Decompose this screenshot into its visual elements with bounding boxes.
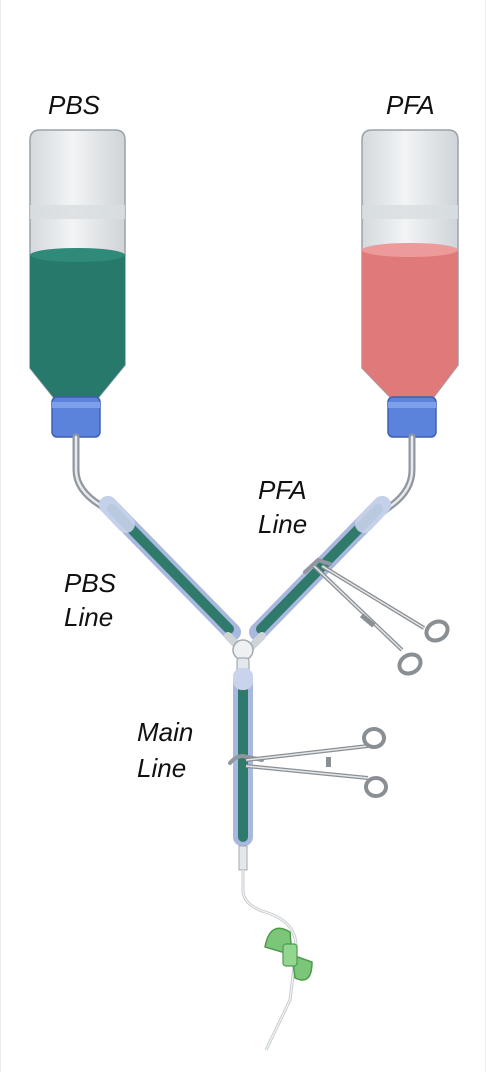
main-line-clamp-icon [228, 727, 388, 798]
butterfly-needle-icon [264, 927, 313, 981]
pbs-line-label: PBS Line [64, 568, 116, 632]
pfa-line-label-2: Line [258, 509, 308, 539]
main-line-label: Main Line [137, 717, 193, 783]
pfa-line-label: PFA Line [258, 475, 307, 539]
left-edge [0, 0, 1, 1072]
pfa-line-clamp-icon [303, 557, 450, 676]
pfa-line-label-1: PFA [258, 475, 307, 505]
pbs-bottle-label: PBS [48, 90, 101, 120]
pfa-bottle-label: PFA [386, 90, 435, 120]
main-line-label-2: Line [137, 753, 187, 783]
pbs-bottle [29, 129, 126, 438]
pbs-line-tube [99, 496, 241, 641]
pbs-line-label-1: PBS [64, 568, 117, 598]
pbs-line-label-2: Line [64, 602, 114, 632]
main-line-label-1: Main [137, 717, 194, 747]
pfa-bottle [361, 129, 459, 438]
